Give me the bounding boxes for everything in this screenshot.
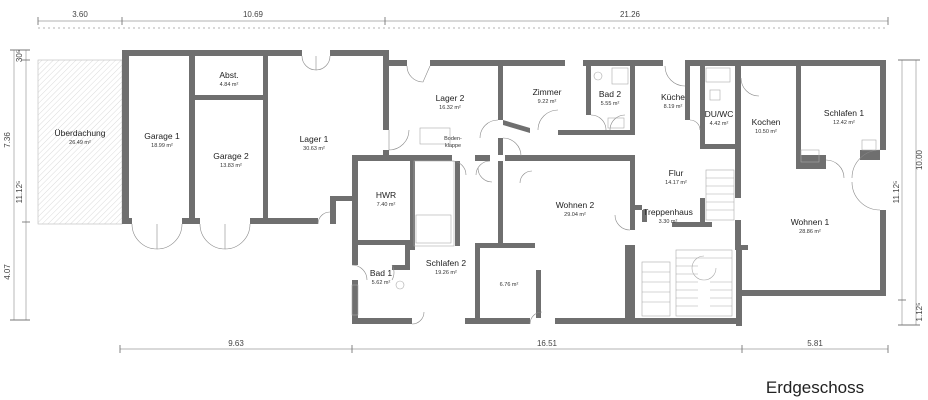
room-flur-area: 14.17 m² [665,180,687,186]
ueberdachung-area [37,59,123,225]
doors [131,55,881,325]
dim-bottom-3: 5.81 [807,339,823,348]
room-garage2-name: Garage 2 [213,151,249,161]
dim-top-1: 3.60 [72,10,88,19]
room-hwr-area: 7.40 m² [377,202,396,208]
room-bad2-name: Bad 2 [599,89,621,99]
dim-left-3: 11.12⁵ [15,181,24,204]
room-lager2-name: Lager 2 [436,93,465,103]
floor-title: Erdgeschoss [766,378,864,397]
dimension-lines [10,17,920,353]
room-schlafen1-area: 12.42 m² [833,120,855,126]
room-zimmer-area: 9.22 m² [538,99,557,105]
room-bad2-area: 5.55 m² [601,101,620,107]
walls [122,50,886,326]
dim-right-2: 10.00 [915,149,924,170]
room-kochen-area: 10.50 m² [755,129,777,135]
room-schlafen1-name: Schlafen 1 [824,108,864,118]
room-hwr-name: HWR [376,190,396,200]
dim-left-4: 4.07 [3,264,12,280]
room-unnamed-area: 6.76 m² [500,282,519,288]
dimension-labels: 3.60 10.69 21.26 9.63 16.51 5.81 30⁵ 7.3… [3,10,924,348]
room-lager2-area: 16.32 m² [439,105,461,111]
room-wohnen1-area: 28.86 m² [799,229,821,235]
dim-left-2: 7.36 [3,132,12,148]
room-bad1-area: 5.62 m² [372,280,391,286]
dim-right-1: 11.12⁵ [892,181,901,204]
room-kueche-area: 8.19 m² [664,104,683,110]
room-kueche-name: Küche [661,92,685,102]
dim-right-3: 1.12⁵ [915,303,924,322]
room-ueberdachung-area: 26.49 m² [69,140,91,146]
room-duwc-name: DU/WC [705,109,734,119]
room-ueberdachung-name: Überdachung [54,128,105,138]
staircase [641,169,735,317]
room-wohnen1-name: Wohnen 1 [791,217,830,227]
room-kochen-name: Kochen [752,117,781,127]
room-lager1-name: Lager 1 [300,134,329,144]
room-schlafen2-area: 19.26 m² [435,270,457,276]
fixtures [351,67,877,316]
room-flur-name: Flur [669,168,684,178]
room-labels: Überdachung 26.49 m² Garage 1 18.99 m² G… [54,70,864,288]
room-garage1-area: 18.99 m² [151,143,173,149]
dim-bottom-2: 16.51 [537,339,558,348]
room-abst-area: 4.84 m² [220,82,239,88]
room-bad1-name: Bad 1 [370,268,392,278]
room-schlafen2-name: Schlafen 2 [426,258,466,268]
room-wohnen2-name: Wohnen 2 [556,200,595,210]
room-wohnen2-area: 29.04 m² [564,212,586,218]
room-lager1-area: 30.63 m² [303,146,325,152]
room-treppenhaus-area: 3.30 m² [659,219,678,225]
room-duwc-area: 4.42 m² [710,121,729,127]
dim-top-2: 10.69 [243,10,264,19]
room-garage1-name: Garage 1 [144,131,180,141]
room-abst-name: Abst. [219,70,238,80]
dim-bottom-1: 9.63 [228,339,244,348]
bodenklappe-label-1: Boden- [444,136,462,142]
room-garage2-area: 13.83 m² [220,163,242,169]
dim-top-3: 21.26 [620,10,641,19]
room-zimmer-name: Zimmer [533,87,562,97]
room-treppenhaus-name: Treppenhaus [643,207,693,217]
bodenklappe-label-2: klappe [445,143,461,149]
dim-left-1: 30⁵ [15,50,24,62]
